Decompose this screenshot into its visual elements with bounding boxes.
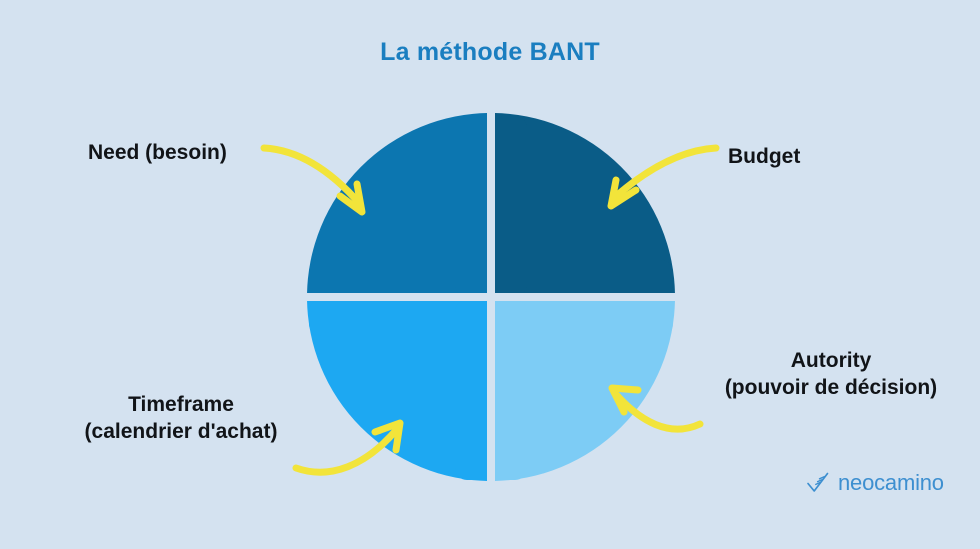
check-feather-icon (807, 472, 829, 492)
brand-logo[interactable]: neocamino (806, 470, 944, 496)
label-budget: Budget (728, 144, 800, 171)
label-authority-line2: (pouvoir de décision) (724, 375, 938, 399)
quadrant-need[interactable] (307, 113, 675, 481)
quadrant-authority[interactable] (307, 113, 675, 481)
label-need: Need (besoin) (88, 140, 227, 167)
label-budget-line1: Budget (728, 145, 801, 168)
label-timeframe-line2: (calendrier d'achat) (84, 419, 278, 443)
page-title: La méthode BANT (380, 38, 600, 66)
label-authority: Autority (pouvoir de décision) (706, 348, 956, 402)
label-need-line1: Need (besoin) (88, 141, 227, 164)
label-timeframe-line1: Timeframe (128, 393, 234, 416)
brand-logo-text: neocamino (838, 470, 944, 495)
bant-pie-diagram (305, 112, 677, 482)
quadrant-timeframe[interactable] (307, 113, 675, 481)
quadrant-budget[interactable] (307, 113, 675, 481)
label-authority-line1: Autority (790, 349, 872, 372)
label-timeframe: Timeframe (calendrier d'achat) (58, 392, 304, 446)
